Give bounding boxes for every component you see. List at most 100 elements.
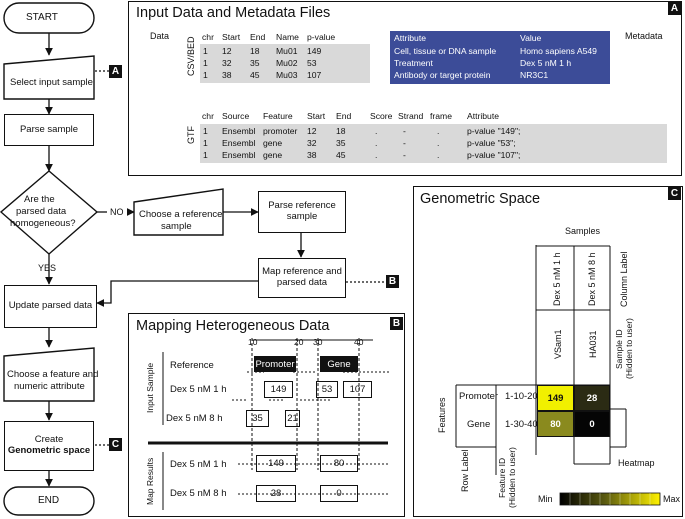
choose-feature-line-1: Choose a feature and — [7, 369, 99, 380]
gtf-header: Attribute — [467, 111, 500, 121]
gtf-cell: promoter — [263, 126, 298, 136]
meta-cell: NR3C1 — [520, 70, 549, 80]
parse-ref-line-2: sample — [286, 211, 318, 222]
csv-cell: 12 — [222, 46, 232, 56]
parse-sample-step: Parse sample — [4, 114, 94, 146]
result-row1-label: Dex 5 nM 1 h — [170, 459, 227, 470]
result-value-box: 80 — [320, 455, 358, 472]
badge-c-flow: C — [109, 438, 122, 451]
reference-label: Reference — [170, 360, 214, 371]
tick-20: 20 — [294, 337, 304, 347]
gtf-header: Source — [222, 111, 250, 121]
panel-genometric-space — [413, 186, 683, 517]
input-sample-label: Input Sample — [145, 362, 155, 413]
sample-id-1: VSam1 — [553, 329, 563, 359]
csv-cell: Mu02 — [276, 58, 298, 68]
decision-line-2: parsed data — [16, 206, 67, 217]
input-value-box: 21 — [285, 410, 300, 427]
column-label-2: Dex 5 nM 8 h — [587, 252, 597, 306]
column-label-1: Dex 5 nM 1 h — [552, 252, 562, 306]
csv-header-end: End — [250, 32, 266, 42]
map-reference-step: Map reference and parsed data — [258, 258, 346, 298]
yes-label: YES — [38, 263, 57, 273]
choose-ref-line-2: sample — [161, 221, 192, 232]
choose-ref-line-1: Choose a reference — [139, 209, 223, 220]
decision-line-3: homogeneous? — [10, 218, 76, 229]
badge-b-flow: B — [386, 275, 399, 288]
tick-30: 30 — [313, 337, 323, 347]
csv-table-bg — [200, 44, 370, 83]
gtf-cell: 18 — [336, 126, 346, 136]
input-value-box: 149 — [264, 381, 293, 398]
gtf-cell: 32 — [307, 138, 317, 148]
gtf-table-bg — [200, 124, 667, 163]
gtf-cell: . — [375, 126, 378, 136]
create-line-2: Genometric space — [7, 445, 91, 456]
gtf-cell: gene — [263, 138, 283, 148]
csv-cell: 1 — [203, 46, 208, 56]
csv-header-chr: chr — [202, 32, 214, 42]
feature-id-1: 1-10-20 — [505, 391, 538, 402]
meta-cell: Antibody or target protein — [394, 70, 491, 80]
gtf-cell: p-value "149"; — [467, 126, 521, 136]
start-terminator: START — [26, 12, 58, 23]
row-label-caption: Row Label — [460, 449, 470, 493]
panel-b-title: Mapping Heterogeneous Data — [136, 318, 330, 334]
input-value-box: 107 — [343, 381, 372, 398]
legend-min: Min — [538, 494, 553, 504]
badge-c-panel: C — [668, 187, 681, 200]
samples-label: Samples — [565, 226, 601, 236]
gtf-cell: 35 — [336, 138, 346, 148]
csv-header-name: Name — [276, 32, 299, 42]
metadata-icon-label: Metadata — [625, 31, 663, 41]
gtf-cell: 1 — [203, 138, 208, 148]
heatmap-caption: Heatmap — [618, 458, 655, 468]
meta-cell: Dex 5 nM 1 h — [520, 58, 572, 68]
gtf-cell: - — [403, 138, 406, 148]
map-ref-line-1: Map reference and — [262, 266, 342, 278]
gtf-cell: . — [437, 150, 440, 160]
badge-a-flow: A — [109, 65, 122, 78]
gtf-header: chr — [202, 111, 214, 121]
map-results-label: Map Results — [145, 457, 155, 505]
parse-reference-step: Parse reference sample — [258, 191, 346, 233]
gtf-header: Strand — [398, 111, 424, 121]
row-label-promoter: Promoter — [459, 391, 499, 402]
gtf-cell: 1 — [203, 126, 208, 136]
gtf-cell: - — [403, 126, 406, 136]
parse-ref-line-1: Parse reference — [268, 200, 336, 212]
heatmap-cell: 80 — [537, 411, 574, 437]
end-terminator: END — [38, 495, 60, 506]
csv-cell: 32 — [222, 58, 232, 68]
tick-10: 10 — [248, 337, 258, 347]
gtf-header: Feature — [263, 111, 293, 121]
result-row2-label: Dex 5 nM 8 h — [170, 488, 227, 499]
csv-cell: 107 — [307, 70, 322, 80]
panel-c-title: Genometric Space — [420, 191, 541, 207]
gtf-cell: . — [437, 138, 440, 148]
gtf-cell: 45 — [336, 150, 346, 160]
heatmap-cell: 28 — [574, 385, 610, 411]
gtf-cell: . — [375, 138, 378, 148]
features-label: Features — [437, 397, 447, 434]
csv-cell: Mu03 — [276, 70, 298, 80]
gtf-cell: . — [437, 126, 440, 136]
input-row1-label: Dex 5 nM 1 h — [170, 384, 227, 395]
create-line-1: Create — [34, 434, 64, 446]
gtf-cell: p-value "107"; — [467, 150, 521, 160]
csv-cell: 53 — [307, 58, 317, 68]
gtf-cell: Ensembl — [222, 126, 256, 136]
csv-cell: 1 — [203, 58, 208, 68]
gtf-cell: 38 — [307, 150, 317, 160]
choose-feature-line-2: numeric attribute — [14, 381, 85, 392]
gtf-cell: Ensembl — [222, 138, 256, 148]
input-row2-label: Dex 5 nM 8 h — [166, 413, 223, 424]
panel-a-title: Input Data and Metadata Files — [136, 5, 331, 21]
meta-cell: Cell, tissue or DNA sample — [394, 46, 497, 56]
sample-id-2: HA031 — [588, 330, 598, 358]
csv-cell: 38 — [222, 70, 232, 80]
gtf-header: frame — [430, 111, 452, 121]
sample-id-caption: Sample ID (Hidden to user) — [614, 318, 634, 380]
gtf-header: Score — [370, 111, 393, 121]
legend-max: Max — [663, 494, 681, 504]
